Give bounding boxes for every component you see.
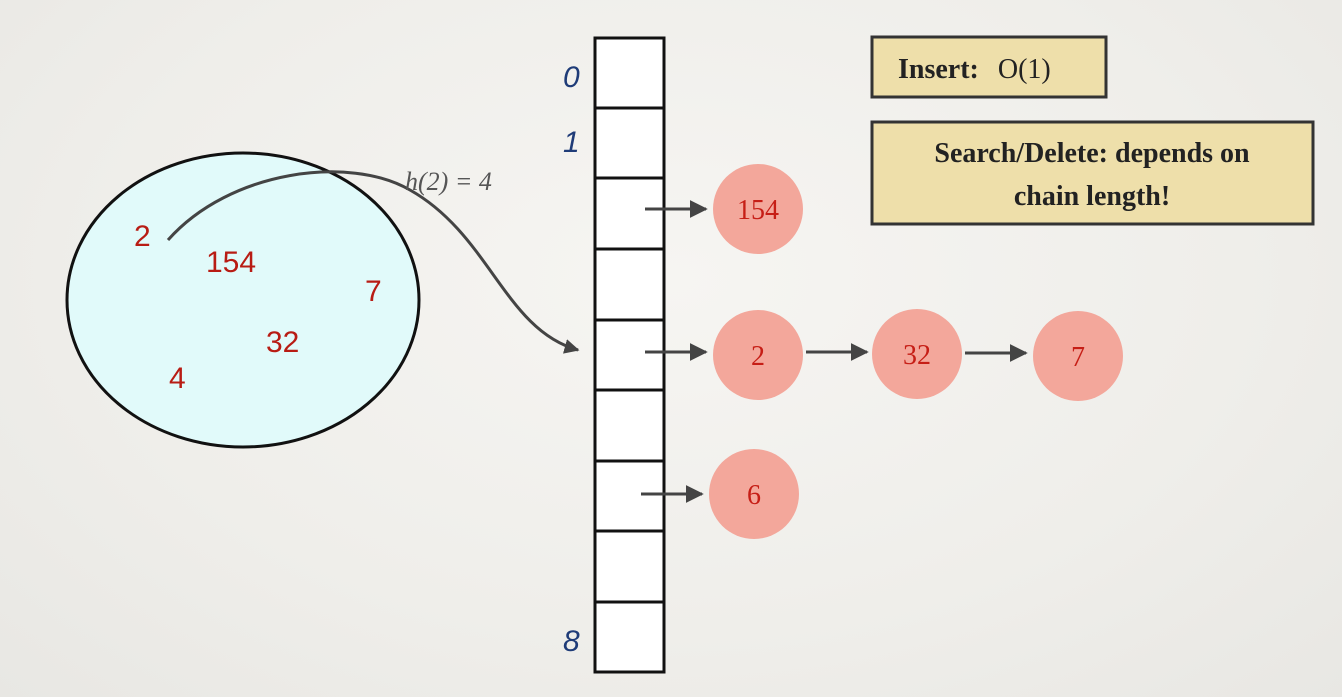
- set-element: 32: [266, 326, 299, 359]
- search-delete-note-box: [870, 120, 1315, 226]
- search-delete-note-line2: chain length!: [1014, 181, 1170, 212]
- chain-node-value: 2: [751, 341, 765, 372]
- bucket-7: [593, 529, 666, 604]
- chain-node-value: 7: [1071, 342, 1085, 373]
- bucket-1: [593, 106, 666, 180]
- bucket-0: [593, 36, 666, 110]
- chain-node-value: 6: [747, 480, 761, 511]
- set-element: 2: [134, 220, 151, 253]
- bucket-8: [593, 600, 666, 674]
- set-element: 154: [206, 246, 256, 279]
- bucket-4: [593, 318, 666, 392]
- insert-note-box: [870, 35, 1108, 99]
- hash-arrow: [166, 170, 580, 354]
- set-elements: 2 154 7 32 4: [134, 220, 382, 395]
- bucket-5: [593, 388, 666, 463]
- chain-node: [709, 449, 799, 539]
- index-label: 0: [563, 61, 580, 94]
- chain-node-value: 32: [903, 340, 931, 371]
- insert-note: Insert: O(1): [898, 54, 1051, 85]
- chain-node-value: 154: [737, 195, 779, 226]
- bucket-6: [593, 459, 666, 533]
- set-element: 4: [169, 362, 186, 395]
- hash-function-label: h(2) = 4: [405, 167, 492, 196]
- search-delete-note-line1: Search/Delete: depends on: [934, 138, 1250, 169]
- key-set-ellipse: [65, 151, 421, 449]
- chain-node: [1033, 311, 1123, 401]
- index-label: 1: [563, 126, 580, 159]
- hash-table-array: [593, 36, 666, 674]
- insert-complexity: O(1): [998, 54, 1051, 85]
- insert-label: Insert:: [898, 54, 979, 85]
- index-labels: 0 1 8: [563, 61, 580, 658]
- set-element: 7: [365, 275, 382, 308]
- index-label: 8: [563, 625, 580, 658]
- chain-node: [713, 310, 803, 400]
- chain-node: [872, 309, 962, 399]
- chain-node: [713, 164, 803, 254]
- bucket-3: [593, 247, 666, 322]
- bucket-2: [593, 176, 666, 251]
